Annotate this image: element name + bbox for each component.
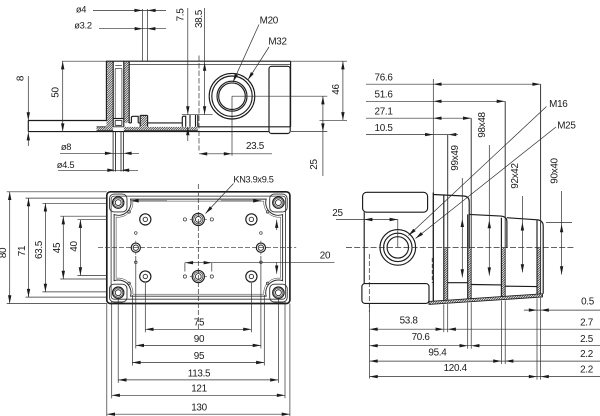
- svg-text:M16: M16: [549, 99, 568, 110]
- svg-text:23.5: 23.5: [246, 141, 265, 152]
- svg-text:46: 46: [331, 84, 342, 95]
- svg-text:50: 50: [51, 87, 62, 98]
- svg-text:95.4: 95.4: [428, 348, 447, 359]
- svg-text:51.6: 51.6: [375, 90, 394, 101]
- svg-text:0.5: 0.5: [581, 297, 595, 308]
- svg-text:53.8: 53.8: [400, 316, 419, 327]
- svg-text:20: 20: [320, 251, 331, 262]
- svg-text:25: 25: [309, 159, 320, 170]
- svg-text:2.2: 2.2: [580, 365, 593, 376]
- svg-text:25: 25: [332, 208, 343, 219]
- svg-text:113.5: 113.5: [188, 368, 211, 379]
- svg-text:40: 40: [69, 241, 80, 252]
- svg-text:90x40: 90x40: [549, 157, 560, 183]
- svg-text:120.4: 120.4: [444, 363, 468, 374]
- svg-text:27.1: 27.1: [375, 106, 394, 117]
- svg-text:75: 75: [194, 318, 205, 329]
- svg-text:ø4: ø4: [76, 5, 86, 15]
- svg-text:71: 71: [17, 245, 28, 256]
- svg-text:95: 95: [194, 351, 205, 362]
- svg-text:M32: M32: [268, 37, 286, 48]
- svg-text:80: 80: [0, 247, 9, 258]
- svg-text:KN3.9x9.5: KN3.9x9.5: [233, 175, 273, 185]
- svg-text:8: 8: [16, 75, 27, 81]
- svg-text:2.5: 2.5: [580, 334, 594, 345]
- svg-text:2.2: 2.2: [580, 349, 593, 360]
- svg-text:121: 121: [191, 384, 207, 395]
- svg-text:70.6: 70.6: [412, 332, 431, 343]
- svg-text:45: 45: [52, 242, 63, 253]
- svg-text:M20: M20: [260, 16, 279, 27]
- svg-text:63.5: 63.5: [34, 240, 45, 259]
- svg-text:M25: M25: [557, 120, 576, 131]
- svg-text:76.6: 76.6: [375, 72, 394, 83]
- svg-text:10.5: 10.5: [375, 123, 394, 134]
- svg-text:38.5: 38.5: [194, 9, 205, 28]
- svg-text:7.5: 7.5: [176, 8, 187, 22]
- svg-text:ø8: ø8: [61, 142, 71, 152]
- svg-text:2.7: 2.7: [580, 317, 593, 328]
- svg-text:ø3.2: ø3.2: [74, 21, 92, 31]
- svg-text:92x42: 92x42: [510, 163, 521, 188]
- svg-text:130: 130: [191, 403, 207, 414]
- svg-text:98x48: 98x48: [477, 111, 488, 137]
- svg-text:90: 90: [194, 334, 205, 345]
- svg-text:ø4.5: ø4.5: [57, 160, 75, 170]
- svg-text:99x49: 99x49: [450, 144, 461, 170]
